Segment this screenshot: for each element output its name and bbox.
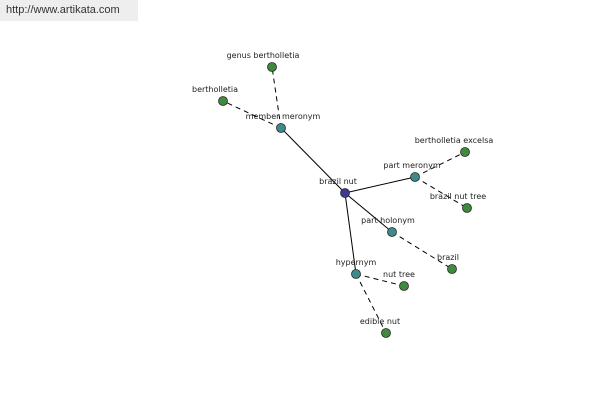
edge-member-meronym-genus-bertholletia [271, 66, 282, 129]
node-relation-part-holonym[interactable] [387, 227, 397, 237]
node-leaf-genus-bertholletia[interactable] [267, 62, 277, 72]
node-relation-part-meronym[interactable] [410, 172, 420, 182]
node-label-bertholletia: bertholletia [192, 85, 238, 94]
node-label-part-meronym: part meronym [383, 161, 440, 170]
node-relation-hypernym[interactable] [351, 269, 361, 279]
node-label-bertholletia-excelsa: bertholletia excelsa [415, 136, 494, 145]
edge-brazil-nut-part-meronym [344, 176, 416, 194]
edge-hypernym-edible-nut [355, 273, 387, 334]
edge-part-meronym-bertholletia-excelsa [414, 151, 466, 178]
node-label-edible-nut: edible nut [360, 317, 400, 326]
node-center-brazil-nut[interactable] [340, 188, 350, 198]
edge-part-meronym-brazil-nut-tree [414, 176, 468, 209]
node-leaf-bertholletia-excelsa[interactable] [460, 147, 470, 157]
node-leaf-bertholletia[interactable] [218, 96, 228, 106]
node-label-nut-tree: nut tree [383, 270, 415, 279]
node-label-brazil-nut-tree: brazil nut tree [430, 192, 486, 201]
node-label-brazil-nut: brazil nut [319, 177, 357, 186]
node-leaf-brazil-nut-tree[interactable] [462, 203, 472, 213]
site-url-banner[interactable]: http://www.artikata.com [0, 0, 138, 21]
node-leaf-brazil[interactable] [447, 264, 457, 274]
node-label-hypernym: hypernym [336, 258, 377, 267]
node-label-part-holonym: part holonym [361, 216, 415, 225]
edge-brazil-nut-part-holonym [344, 192, 393, 233]
node-label-member-meronym: member meronym [246, 112, 321, 121]
graph-labels: brazil nut member meronym genus berthollet… [192, 51, 493, 326]
node-label-brazil: brazil [437, 253, 459, 262]
edge-member-meronym-bertholletia [222, 100, 282, 129]
node-leaf-nut-tree[interactable] [399, 281, 409, 291]
graph-edges [222, 66, 468, 334]
graph-nodes [218, 62, 472, 338]
node-label-genus-bertholletia: genus bertholletia [227, 51, 300, 60]
node-leaf-edible-nut[interactable] [381, 328, 391, 338]
edge-brazil-nut-member-meronym [280, 127, 346, 194]
node-relation-member-meronym[interactable] [276, 123, 286, 133]
edge-brazil-nut-hypernym [344, 192, 357, 275]
edge-part-holonym-brazil [391, 231, 453, 270]
